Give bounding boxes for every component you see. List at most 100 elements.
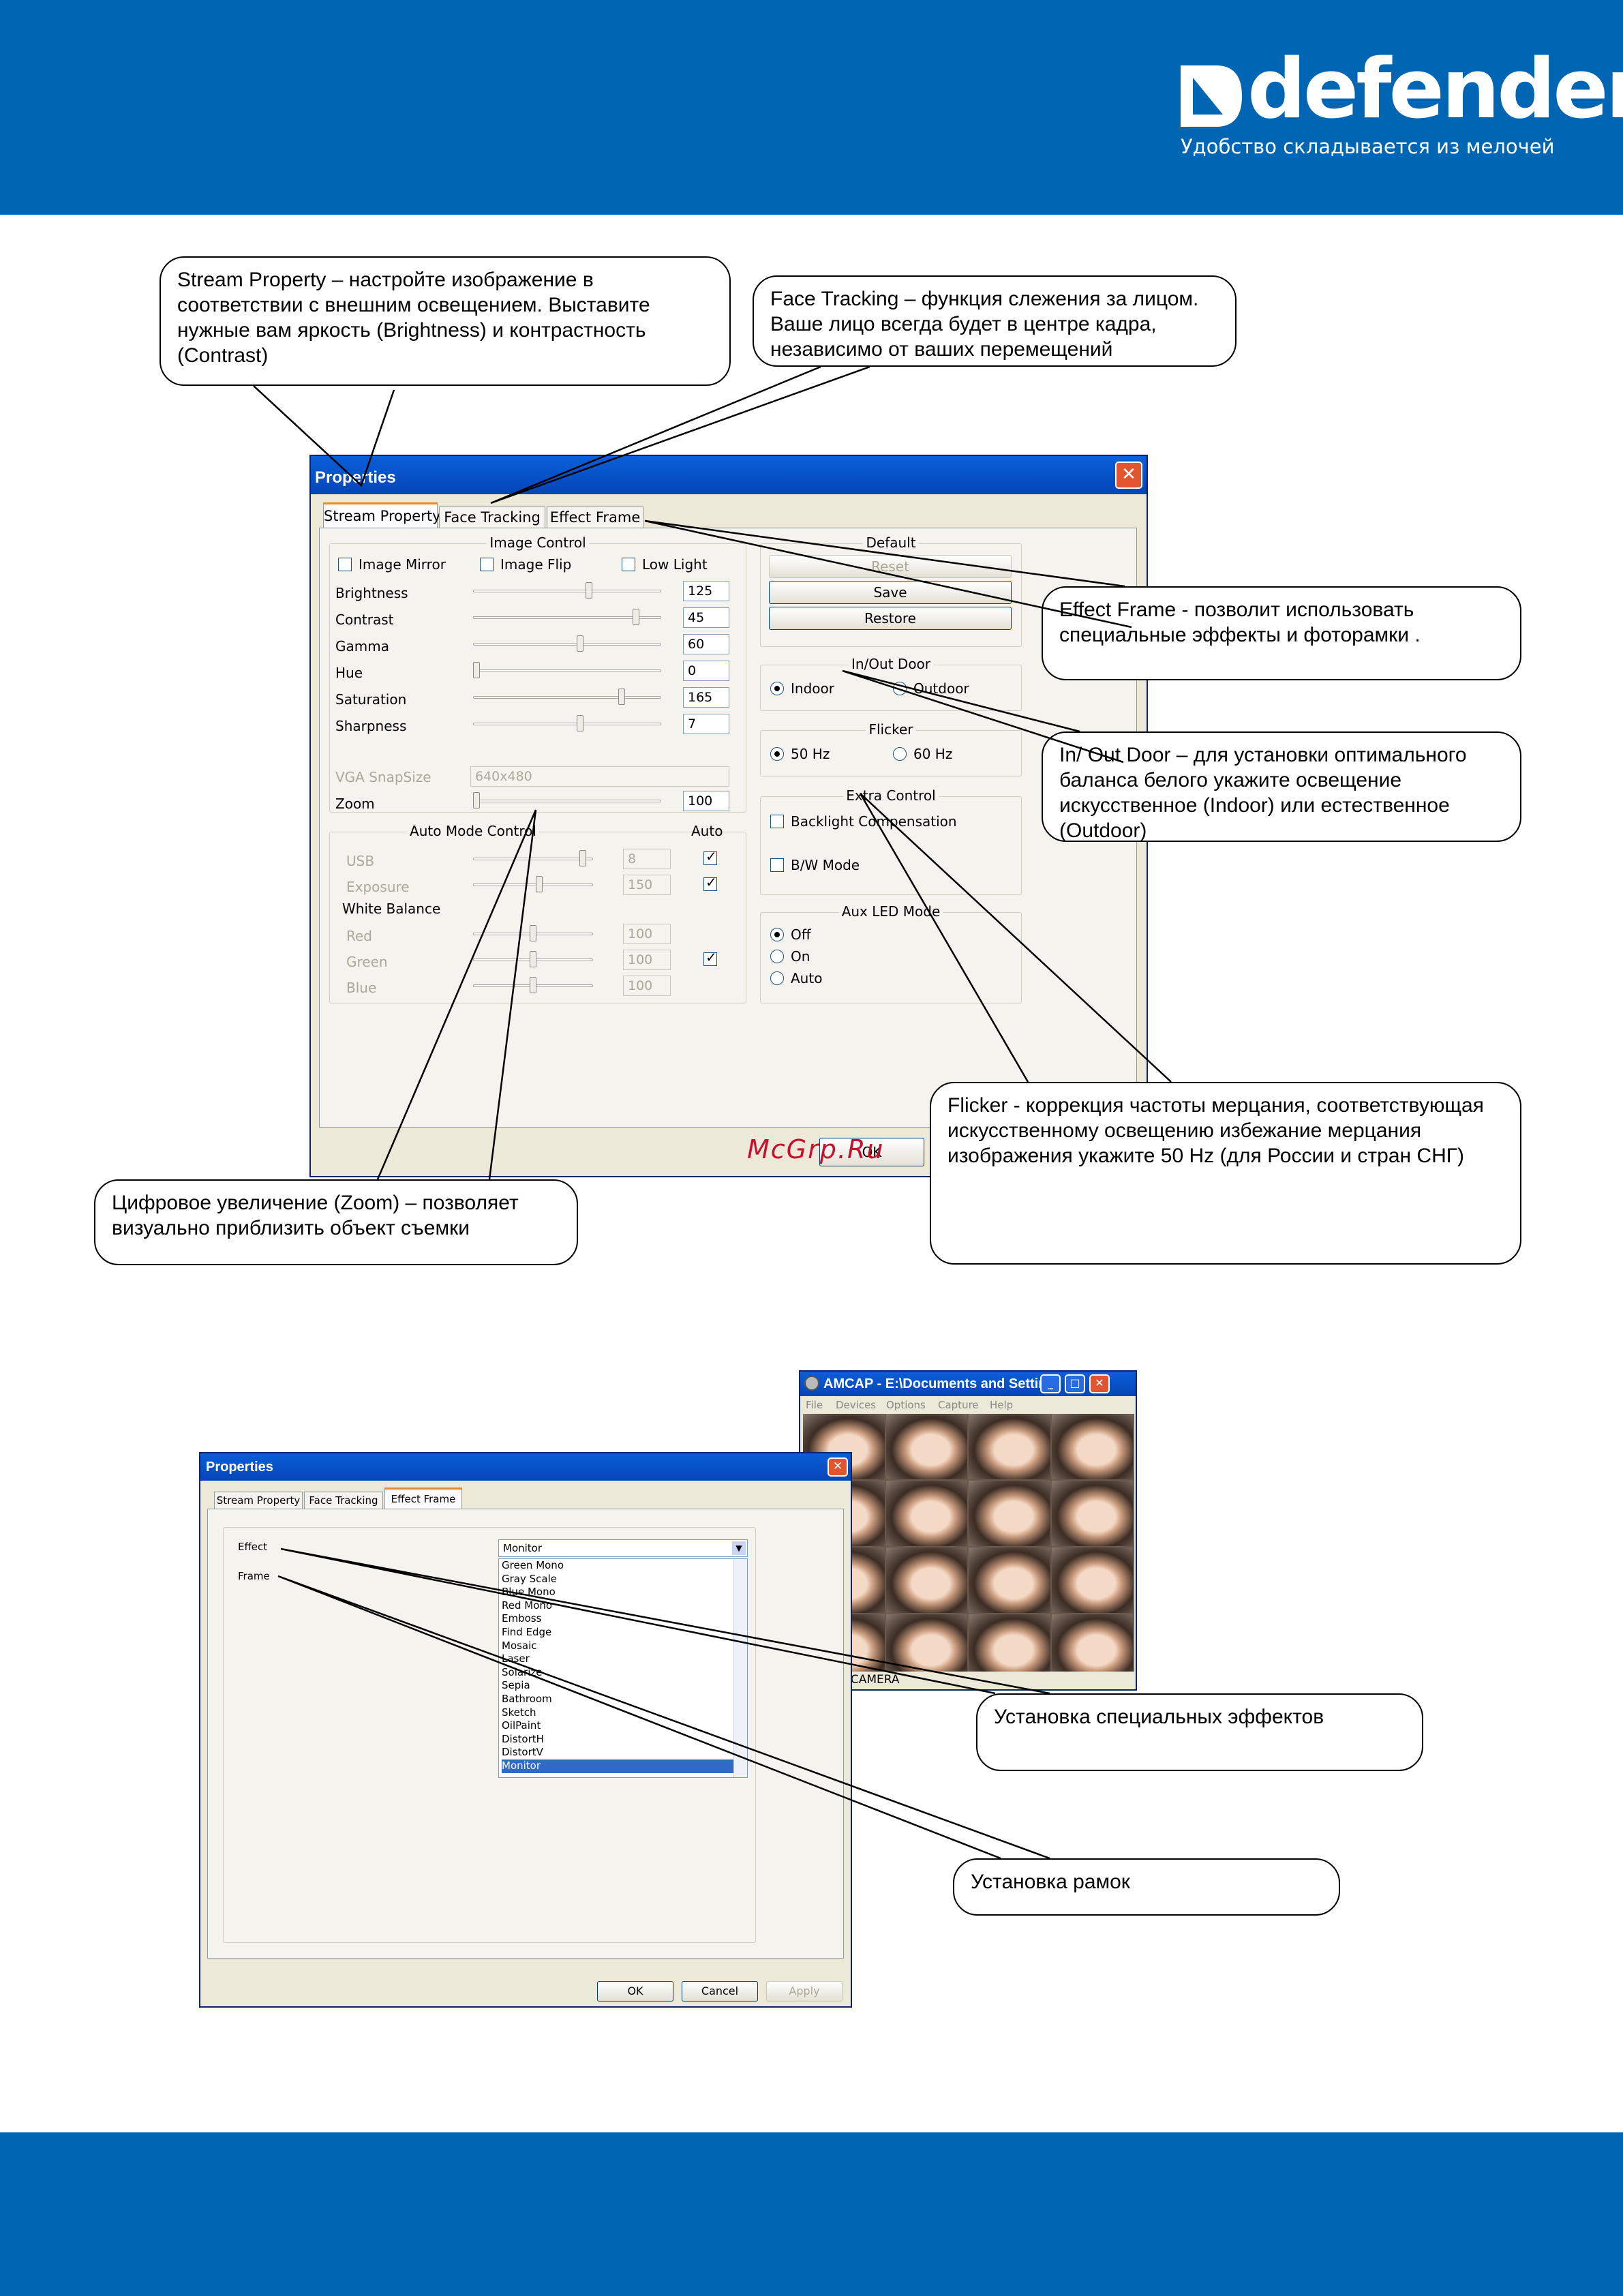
value-hue[interactable]: 0 bbox=[683, 661, 729, 681]
tab-face-tracking[interactable]: Face Tracking bbox=[439, 507, 545, 528]
vga-snapsize-select[interactable]: 640x480 bbox=[470, 766, 729, 787]
auto-column-label: Auto bbox=[691, 823, 723, 839]
save-button[interactable]: Save bbox=[769, 581, 1012, 604]
led-off-radio[interactable] bbox=[770, 928, 784, 941]
image-mirror-checkbox[interactable] bbox=[338, 558, 352, 571]
tab2-face-tracking[interactable]: Face Tracking bbox=[304, 1492, 383, 1509]
value-gamma[interactable]: 60 bbox=[683, 634, 729, 654]
led-on-radio[interactable] bbox=[770, 950, 784, 963]
red-slider[interactable] bbox=[466, 922, 600, 946]
blue-label: Blue bbox=[346, 980, 377, 996]
apply-button[interactable]: Apply bbox=[766, 1981, 843, 2002]
outdoor-radio[interactable] bbox=[893, 682, 907, 695]
effect-option[interactable]: Blue Mono bbox=[502, 1586, 556, 1599]
minimize-icon[interactable]: _ bbox=[1040, 1374, 1061, 1393]
brand-logo: defender Удобство складывается из мелоче… bbox=[1179, 49, 1623, 170]
effect-option[interactable]: DistortV bbox=[502, 1746, 543, 1759]
effect-option[interactable]: DistortH bbox=[502, 1732, 544, 1745]
exposure-slider[interactable] bbox=[466, 873, 600, 896]
wb-auto-checkbox[interactable]: ✓ bbox=[703, 950, 717, 966]
effect-option[interactable]: Monitor bbox=[502, 1759, 747, 1773]
effect-option[interactable]: Red Mono bbox=[502, 1599, 553, 1612]
effect-option[interactable]: OilPaint bbox=[502, 1719, 541, 1732]
slider-saturation[interactable] bbox=[466, 686, 668, 709]
effect-option[interactable]: Green Mono bbox=[502, 1559, 564, 1571]
cancel-button[interactable]: Cancel bbox=[682, 1981, 758, 2002]
blue-value[interactable]: 100 bbox=[623, 976, 671, 996]
slider-label-saturation: Saturation bbox=[335, 691, 407, 708]
watermark: McGrp.Ru bbox=[747, 1134, 885, 1164]
menu-options[interactable]: Options bbox=[886, 1399, 926, 1411]
value-brightness[interactable]: 125 bbox=[683, 581, 729, 601]
tab2-effect-frame[interactable]: Effect Frame bbox=[384, 1487, 462, 1509]
amcap-title: AMCAP - E:\Documents and Settin... bbox=[823, 1376, 1059, 1391]
zoom-slider[interactable] bbox=[466, 789, 668, 813]
effect-option[interactable]: Bathroom bbox=[502, 1692, 552, 1705]
usb-slider[interactable] bbox=[466, 847, 600, 871]
effect-option[interactable]: Laser bbox=[502, 1652, 530, 1665]
ok-button-2[interactable]: OK bbox=[597, 1981, 673, 2002]
restore-button[interactable]: Restore bbox=[769, 607, 1012, 630]
tab-effect-frame[interactable]: Effect Frame bbox=[547, 507, 643, 528]
effect-option[interactable]: Mosaic bbox=[502, 1639, 537, 1652]
slider-hue[interactable] bbox=[466, 659, 668, 682]
low-light-checkbox[interactable] bbox=[622, 558, 635, 571]
aux-led-group: Aux LED Mode Off On Auto bbox=[760, 903, 1022, 1003]
effect-option[interactable]: Gray Scale bbox=[502, 1572, 557, 1585]
led-auto-label: Auto bbox=[791, 970, 823, 986]
image-flip-label: Image Flip bbox=[500, 556, 572, 573]
menu-help[interactable]: Help bbox=[990, 1399, 1014, 1411]
effect-option[interactable]: Sketch bbox=[502, 1706, 536, 1719]
value-contrast[interactable]: 45 bbox=[683, 607, 729, 628]
exposure-auto-checkbox[interactable]: ✓ bbox=[703, 875, 717, 891]
list-scrollbar[interactable] bbox=[733, 1559, 747, 1777]
backlight-checkbox[interactable] bbox=[770, 815, 784, 828]
50hz-radio[interactable] bbox=[770, 747, 784, 761]
zoom-value[interactable]: 100 bbox=[683, 791, 729, 811]
menu-capture[interactable]: Capture bbox=[938, 1399, 979, 1411]
slider-brightness[interactable] bbox=[466, 579, 668, 603]
frame-label: Frame bbox=[238, 1570, 270, 1582]
effect-option[interactable]: Emboss bbox=[502, 1612, 542, 1625]
green-value[interactable]: 100 bbox=[623, 950, 671, 970]
blue-slider[interactable] bbox=[466, 974, 600, 997]
60hz-radio[interactable] bbox=[893, 747, 907, 761]
slider-contrast[interactable] bbox=[466, 606, 668, 629]
usb-value[interactable]: 8 bbox=[623, 849, 671, 869]
amcap-close-icon[interactable]: ✕ bbox=[1089, 1374, 1110, 1393]
aux-led-title: Aux LED Mode bbox=[838, 903, 943, 920]
flicker-title: Flicker bbox=[866, 721, 916, 738]
effect-option[interactable]: Find Edge bbox=[502, 1625, 552, 1638]
slider-sharpness[interactable] bbox=[466, 712, 668, 736]
green-slider[interactable] bbox=[466, 948, 600, 971]
usb-auto-checkbox[interactable]: ✓ bbox=[703, 849, 717, 865]
effect-option[interactable]: Sepia bbox=[502, 1679, 530, 1692]
maximize-icon[interactable]: □ bbox=[1065, 1374, 1085, 1393]
effect-select[interactable]: Monitor ▼ bbox=[498, 1539, 748, 1557]
value-saturation[interactable]: 165 bbox=[683, 687, 729, 708]
red-value[interactable]: 100 bbox=[623, 924, 671, 944]
slider-gamma[interactable] bbox=[466, 633, 668, 656]
close-icon[interactable]: ✕ bbox=[1115, 462, 1142, 489]
camera-tile bbox=[885, 1547, 967, 1613]
tab2-stream-property[interactable]: Stream Property bbox=[214, 1492, 303, 1509]
led-auto-radio[interactable] bbox=[770, 971, 784, 985]
exposure-value[interactable]: 150 bbox=[623, 875, 671, 895]
camera-tile bbox=[885, 1481, 967, 1546]
chevron-down-icon[interactable]: ▼ bbox=[732, 1541, 746, 1555]
image-flip-checkbox[interactable] bbox=[480, 558, 494, 571]
dialog2-close-icon[interactable]: ✕ bbox=[828, 1457, 848, 1477]
effect-option[interactable]: Solarize bbox=[502, 1665, 543, 1678]
bw-mode-checkbox[interactable] bbox=[770, 858, 784, 872]
value-sharpness[interactable]: 7 bbox=[683, 714, 729, 734]
tab-stream-property[interactable]: Stream Property bbox=[323, 502, 441, 528]
camera-tile bbox=[1051, 1414, 1133, 1479]
zoom-label: Zoom bbox=[335, 796, 375, 812]
indoor-radio[interactable] bbox=[770, 682, 784, 695]
50hz-label: 50 Hz bbox=[791, 746, 830, 762]
reset-button[interactable]: Reset bbox=[769, 555, 1012, 578]
menu-file[interactable]: File bbox=[806, 1399, 823, 1411]
ok-button[interactable]: OK bbox=[819, 1138, 924, 1166]
menu-devices[interactable]: Devices bbox=[836, 1399, 877, 1411]
